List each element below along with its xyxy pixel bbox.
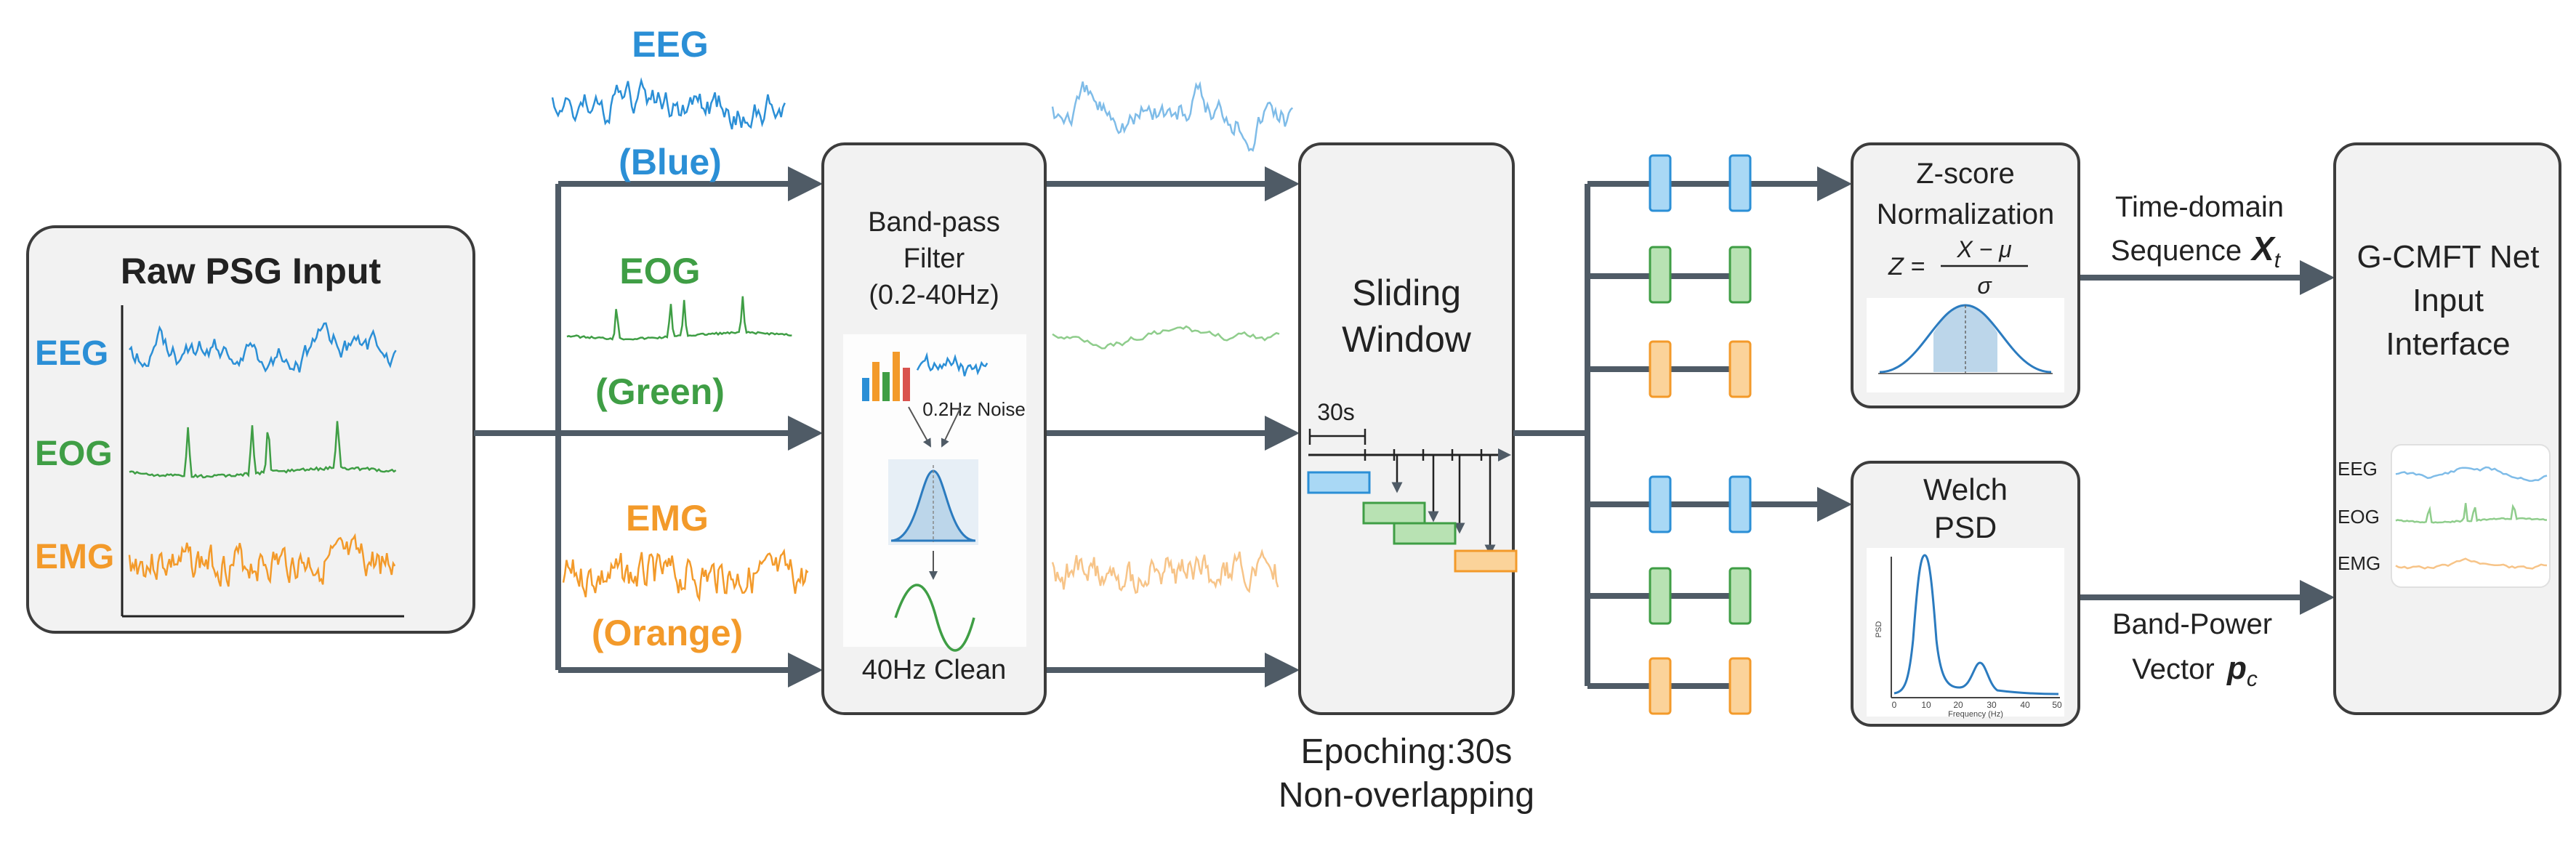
output-eeg-wave bbox=[2395, 466, 2548, 482]
eeg-color-label: (Blue) bbox=[619, 142, 722, 182]
window-cell-4 bbox=[1454, 549, 1518, 573]
epoch-length-label: 30s bbox=[1317, 399, 1355, 425]
output-eog-label: EOG bbox=[2338, 506, 2380, 528]
output-title-1: G-CMFT Net bbox=[2357, 239, 2540, 275]
time-domain-label: Time-domain Sequence Xt bbox=[2111, 191, 2284, 273]
bandpass-title-2: Filter bbox=[903, 243, 965, 274]
band-power-line-2: Vector bbox=[2132, 653, 2214, 685]
raw-emg-wave bbox=[128, 533, 396, 587]
raw-eog-wave bbox=[129, 421, 397, 479]
band-power-symbol: pc bbox=[2226, 650, 2258, 691]
band-power-label: Band-Power Vector pc bbox=[2112, 608, 2272, 691]
raw-to-filter-arrows bbox=[474, 166, 823, 687]
bandpass-title-1: Band-pass bbox=[868, 207, 1000, 238]
psd-tick-10: 10 bbox=[1921, 700, 1931, 710]
bar-chart-icon bbox=[862, 352, 910, 401]
zscore-title-1: Z-score bbox=[1916, 158, 2015, 190]
zscore-formula: Z = X − μ σ bbox=[1888, 236, 2028, 299]
raw-eeg-label: EEG bbox=[35, 334, 108, 373]
raw-eog-label: EOG bbox=[35, 435, 113, 473]
psd-tick-30: 30 bbox=[1987, 700, 1997, 710]
psd-tick-40: 40 bbox=[2020, 700, 2030, 710]
bell-curve-icon bbox=[1867, 298, 2064, 392]
bandpass-filter-box: Band-pass Filter (0.2-40Hz) 0.2Hz Noise … bbox=[821, 142, 1047, 715]
noise-label: 0.2Hz Noise bbox=[922, 398, 1026, 420]
psd-y-axis-label: PSD bbox=[1875, 621, 1883, 638]
filtered-eog-wave bbox=[1052, 325, 1280, 350]
window-to-branches bbox=[1513, 166, 1852, 689]
emg-channel-wave bbox=[562, 548, 809, 602]
sine-wave-icon bbox=[894, 584, 975, 652]
psd-plot-icon: 0 10 20 30 40 50 Frequency (Hz) PSD bbox=[1867, 548, 2064, 719]
psd-tick-50: 50 bbox=[2052, 700, 2062, 710]
window-cell-1 bbox=[1307, 471, 1371, 494]
to-output-arrows bbox=[2080, 260, 2335, 615]
eog-label: EOG bbox=[619, 251, 700, 291]
svg-text:σ: σ bbox=[1977, 273, 1992, 299]
window-cell-3 bbox=[1393, 522, 1457, 545]
emg-color-label: (Orange) bbox=[592, 613, 743, 653]
zscore-box: Z-score Normalization Z = X − μ σ bbox=[1851, 142, 2080, 408]
filtered-emg-wave bbox=[1051, 548, 1279, 594]
welch-psd-box: Welch PSD 0 10 20 30 40 50 Frequency (Hz… bbox=[1851, 461, 2080, 727]
output-title-2: Input bbox=[2412, 283, 2484, 318]
welch-title-1: Welch bbox=[1923, 472, 2008, 507]
noise-wave bbox=[916, 352, 989, 376]
output-emg-label: EMG bbox=[2338, 552, 2380, 574]
time-domain-symbol: Xt bbox=[2250, 230, 2282, 273]
bandpass-title-3: (0.2-40Hz) bbox=[869, 280, 999, 310]
time-domain-line-2: Sequence bbox=[2111, 235, 2242, 267]
raw-input-title: Raw PSG Input bbox=[121, 251, 382, 291]
eeg-channel-wave bbox=[551, 77, 786, 130]
eeg-label: EEG bbox=[632, 24, 709, 65]
sliding-title-1: Sliding bbox=[1352, 273, 1461, 313]
window-cell-2 bbox=[1362, 501, 1426, 525]
raw-emg-label: EMG bbox=[35, 538, 114, 576]
output-eog-wave bbox=[2395, 503, 2547, 524]
raw-eeg-wave bbox=[129, 322, 397, 373]
gaussian-filter-icon bbox=[888, 459, 978, 545]
output-eeg-label: EEG bbox=[2338, 458, 2378, 480]
channel-color-labels: EEG (Blue) EOG (Green) EMG (Orange) bbox=[551, 24, 809, 653]
branch-cells bbox=[1649, 154, 1752, 715]
time-domain-line-1: Time-domain bbox=[2115, 191, 2284, 223]
sliding-title-2: Window bbox=[1342, 319, 1472, 360]
psd-tick-0: 0 bbox=[1892, 700, 1897, 710]
emg-label: EMG bbox=[626, 498, 709, 539]
sliding-window-box: Sliding Window 30s bbox=[1298, 142, 1518, 715]
eog-channel-wave bbox=[566, 296, 792, 341]
eog-color-label: (Green) bbox=[595, 371, 725, 412]
welch-title-2: PSD bbox=[1934, 510, 1997, 544]
filtered-eeg-wave bbox=[1051, 81, 1294, 153]
output-emg-wave bbox=[2395, 557, 2548, 570]
raw-psg-input-box: Raw PSG Input EEG EOG EMG bbox=[26, 225, 475, 634]
output-interface-box: G-CMFT Net Input Interface EEG EOG EMG bbox=[2333, 142, 2561, 715]
band-power-line-1: Band-Power bbox=[2112, 608, 2272, 640]
epoching-label-1: Epoching:30s bbox=[1301, 733, 1513, 771]
svg-text:X − μ: X − μ bbox=[1956, 236, 2012, 262]
output-title-3: Interface bbox=[2386, 326, 2510, 362]
clean-label: 40Hz Clean bbox=[862, 655, 1007, 685]
psd-tick-20: 20 bbox=[1953, 700, 1963, 710]
zscore-title-2: Normalization bbox=[1877, 198, 2055, 230]
epoching-label-2: Non-overlapping bbox=[1279, 776, 1534, 815]
filter-to-window-arrows bbox=[1047, 81, 1300, 687]
svg-text:Z =: Z = bbox=[1888, 253, 1925, 281]
psd-x-axis-label: Frequency (Hz) bbox=[1948, 710, 2003, 719]
